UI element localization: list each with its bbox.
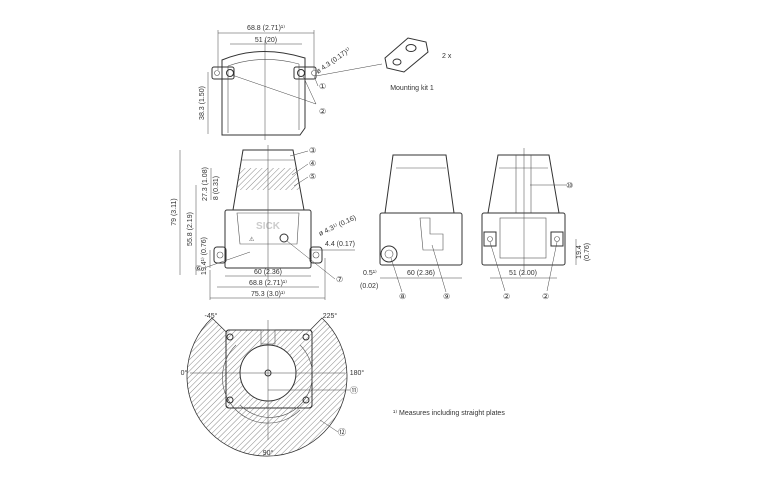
callout-2a: ② xyxy=(503,292,510,301)
mounting-kit: 2 x Mounting kit 1 xyxy=(384,37,452,92)
dim-height-base: 55.8 (2.19) xyxy=(187,212,194,246)
footnote: ¹⁾ Measures including straight plates xyxy=(393,409,505,417)
dim-width-inner: 51 (20) xyxy=(255,37,277,44)
dim-height-hole: 19.4¹⁾ (0.76) xyxy=(200,237,208,275)
dim-offset: 0.5¹⁾ xyxy=(363,269,377,277)
callout-5: ⑤ xyxy=(309,172,316,181)
sick-logo: SICK xyxy=(256,221,281,232)
angle-180: 180° xyxy=(350,369,365,377)
callout-7: ⑦ xyxy=(336,275,343,284)
dim-width-overall: 68.8 (2.71)¹⁾ xyxy=(247,24,285,32)
dim-offset: 4.4 (0.17) xyxy=(325,241,355,248)
side-view: 0.5¹⁾ (0.02) 60 (2.36) ⑧ ⑨ xyxy=(360,154,463,301)
callout-4: ④ xyxy=(309,159,316,168)
callout-3: ③ xyxy=(309,146,316,155)
mounting-kit-qty: 2 x xyxy=(442,53,452,60)
dim-hole-dia: ø 4.3 (0.17)¹⁾ xyxy=(315,46,353,76)
mounting-kit-label: Mounting kit 1 xyxy=(390,85,434,92)
callout-9: ⑨ xyxy=(443,292,450,301)
angle-225: 225° xyxy=(323,312,338,320)
rear-view: ⑩ 51 (2.00) 19.4 (0.76) ② ② xyxy=(481,148,591,301)
callout-10: ⑩ xyxy=(566,181,573,190)
dim-width-plates: 68.8 (2.71)¹⁾ xyxy=(249,279,287,287)
dim-height: 38.3 (1.50) xyxy=(199,86,206,120)
dim-offset-in: (0.02) xyxy=(360,283,378,290)
angle-0: 0° xyxy=(181,369,188,377)
dim-width: 51 (2.00) xyxy=(509,270,537,277)
callout-6: ⑥ xyxy=(195,264,202,273)
callout-11: ⑪ xyxy=(350,386,358,395)
callout-1: ① xyxy=(319,82,326,91)
callout-2b: ② xyxy=(542,292,549,301)
dim-width: 60 (2.36) xyxy=(407,270,435,277)
angle-90: 90° xyxy=(263,449,274,457)
dim-hole-dia: ø 4.3¹⁾ (0.16) xyxy=(317,214,357,238)
dim-height-window: 27.3 (1.08) xyxy=(202,167,209,201)
bottom-view: -45° 225° 0° 180° 90° ⑪ ⑫ xyxy=(181,312,365,457)
dim-width-body: 60 (2.36) xyxy=(254,269,282,276)
dim-height-total: 79 (3.11) xyxy=(171,198,178,226)
dim-height-band: 8 (0.31) xyxy=(213,176,220,200)
warning-icon: ⚠ xyxy=(249,236,255,243)
callout-2: ② xyxy=(319,107,326,116)
top-view: 68.8 (2.71)¹⁾ 51 (20) ø 4.3 (0.17)¹⁾ 38.… xyxy=(199,24,383,140)
dim-width-total: 75.3 (3.0)¹⁾ xyxy=(251,290,285,298)
callout-12: ⑫ xyxy=(338,428,346,437)
dim-height: 19.4 xyxy=(576,245,583,259)
dim-height-in: (0.76) xyxy=(584,243,591,261)
front-view: SICK ⚠ 79 (3.11) 55.8 (2.19) 27.3 (1.08)… xyxy=(171,145,357,300)
angle-minus-45: -45° xyxy=(205,312,218,320)
callout-8: ⑧ xyxy=(399,292,406,301)
